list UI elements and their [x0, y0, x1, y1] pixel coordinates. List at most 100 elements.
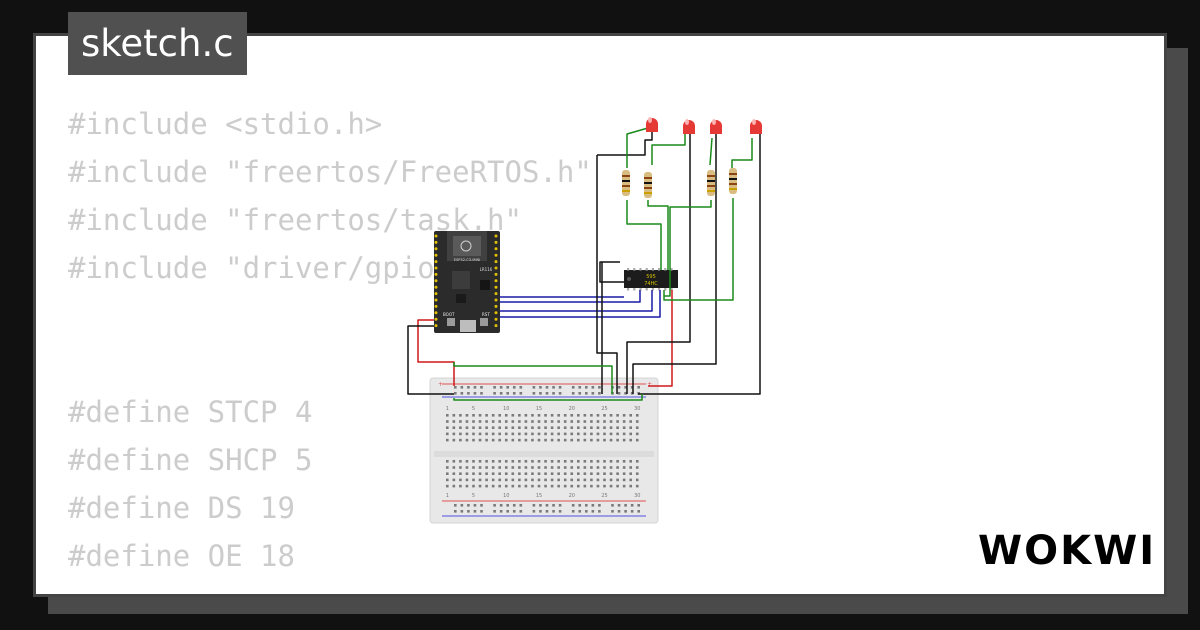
breadboard-hole — [518, 420, 521, 423]
wire-green — [647, 200, 669, 270]
resistor[interactable] — [622, 170, 630, 196]
breadboard-hole — [557, 432, 560, 436]
chip-pin — [651, 288, 654, 291]
resistor[interactable] — [707, 170, 715, 196]
resistor[interactable] — [729, 168, 737, 194]
breadboard-hole — [590, 484, 593, 488]
led-red[interactable] — [750, 119, 762, 134]
breadboard-hole — [485, 432, 488, 436]
breadboard-hole — [590, 478, 593, 482]
breadboard-hole — [504, 432, 508, 436]
wire-green — [453, 394, 643, 401]
breadboard-hole — [465, 472, 469, 475]
breadboard-hole — [550, 438, 554, 442]
breadboard-hole — [550, 478, 554, 482]
breadboard-hole — [637, 386, 640, 389]
breadboard-hole — [598, 510, 601, 513]
breadboard-hole — [478, 472, 482, 475]
module-label: ESP32-C3-MINI — [454, 258, 481, 262]
breadboard-hole — [459, 478, 462, 482]
breadboard-hole — [518, 426, 521, 429]
breadboard-hole — [498, 420, 501, 423]
breadboard-hole — [452, 478, 456, 482]
breadboard-hole — [598, 392, 601, 395]
breadboard-hole — [504, 426, 508, 429]
breadboard-hole — [544, 426, 547, 429]
breadboard-hole — [518, 438, 521, 442]
boot-button[interactable] — [447, 318, 455, 326]
breadboard-hole — [498, 466, 501, 469]
breadboard-hole — [531, 478, 534, 482]
breadboard-hole — [472, 478, 475, 482]
led-red[interactable] — [710, 119, 722, 134]
board-pin — [434, 247, 438, 251]
led-red[interactable] — [646, 117, 658, 132]
breadboard-hole — [583, 478, 587, 482]
breadboard-hole — [544, 478, 547, 482]
breadboard-hole — [532, 504, 536, 507]
chip-pin — [639, 268, 642, 271]
breadboard-hole — [545, 510, 549, 513]
breadboard-hole — [498, 484, 501, 488]
wire-green — [731, 138, 753, 168]
chip-pin — [633, 288, 636, 291]
breadboard-hole — [590, 466, 593, 469]
wire-black — [597, 132, 653, 156]
breadboard-hole — [616, 478, 619, 482]
board-pin — [494, 304, 498, 308]
board-pin — [494, 292, 498, 296]
breadboard-hole — [622, 478, 626, 482]
reset-button[interactable] — [480, 318, 488, 326]
chip-pin — [633, 268, 636, 271]
breadboard-hole — [460, 392, 464, 395]
breadboard-hole — [578, 392, 582, 395]
breadboard-hole — [511, 484, 515, 488]
breadboard-hole — [609, 460, 613, 463]
wire-blue — [500, 290, 661, 318]
breadboard-hole — [596, 414, 600, 417]
breadboard-hole — [478, 484, 482, 488]
breadboard-hole — [583, 420, 587, 423]
resistor[interactable] — [644, 172, 652, 198]
breadboard-hole — [622, 466, 626, 469]
wire-green — [626, 127, 649, 168]
breadboard-hole — [465, 426, 469, 429]
board-pin — [494, 317, 498, 321]
breadboard-hole — [499, 510, 503, 513]
wire-green — [664, 200, 712, 297]
code-editor[interactable]: #include <stdio.h>#include "freertos/Fre… — [68, 100, 592, 580]
breadboard-hole — [637, 504, 640, 507]
breadboard-hole — [519, 510, 523, 513]
breadboard-hole — [511, 438, 515, 442]
wire-green — [709, 137, 713, 166]
breadboard-hole — [550, 420, 554, 423]
breadboard-hole — [537, 478, 541, 482]
breadboard-hole — [550, 460, 554, 463]
chip-pin — [664, 288, 667, 291]
led-red[interactable] — [683, 119, 695, 134]
breadboard-hole — [491, 478, 495, 482]
breadboard-hole — [570, 414, 574, 417]
breadboard-hole — [544, 420, 547, 423]
breadboard-hole — [504, 472, 508, 475]
breadboard-hole — [635, 432, 639, 436]
file-tab[interactable]: sketch.c — [68, 12, 247, 75]
breadboard-hole — [630, 392, 634, 395]
breadboard-hole — [472, 438, 475, 442]
breadboard-hole — [629, 472, 632, 475]
breadboard-hole — [531, 438, 534, 442]
esp32-c3-board[interactable]: ESP32-C3-MINI LR116 BOOT RST — [434, 231, 500, 333]
breadboard-hole — [524, 478, 528, 482]
shift-register-74hc595[interactable]: 595 74HC — [624, 268, 678, 291]
chip-pin — [645, 268, 648, 271]
column-number: 10 — [503, 493, 509, 499]
breadboard-hole — [617, 386, 621, 389]
breadboard-hole — [493, 386, 496, 389]
breadboard-hole — [480, 510, 483, 513]
column-number: 5 — [472, 406, 475, 412]
breadboard-hole — [603, 420, 606, 423]
chip-pin — [670, 288, 673, 291]
wire-red — [648, 290, 673, 387]
